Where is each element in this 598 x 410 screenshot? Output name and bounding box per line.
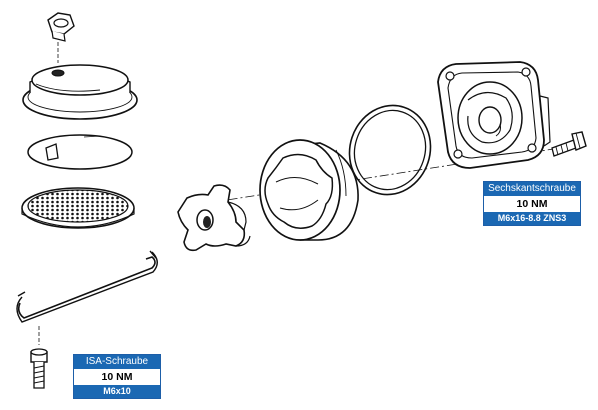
- isa-schraube-spec-label: ISA-Schraube 10 NM M6x10: [73, 354, 161, 399]
- bolt-torque: 10 NM: [516, 198, 548, 210]
- screw-name: ISA-Schraube: [74, 355, 160, 369]
- strainer-cover-part: [22, 64, 138, 120]
- retaining-clip-part: [16, 250, 158, 323]
- o-ring-part: [348, 104, 432, 196]
- isa-screw-part: [30, 326, 48, 389]
- nut-part: [47, 12, 75, 63]
- screw-size: M6x10: [74, 384, 160, 398]
- screw-torque: 10 NM: [101, 371, 133, 383]
- hex-bolt-part: [551, 131, 587, 157]
- bolt-size: M6x16-8.8 ZNS3: [484, 211, 580, 225]
- gasket-disc-part: [27, 134, 133, 170]
- outer-rotor-part: [259, 139, 359, 241]
- pump-cover-part: [437, 61, 551, 169]
- bolt-name: Sechskantschraube: [484, 182, 580, 196]
- strainer-screen-part: [21, 187, 135, 229]
- inner-rotor-part: [177, 184, 251, 252]
- sechskantschraube-spec-label: Sechskantschraube 10 NM M6x16-8.8 ZNS3: [483, 181, 581, 226]
